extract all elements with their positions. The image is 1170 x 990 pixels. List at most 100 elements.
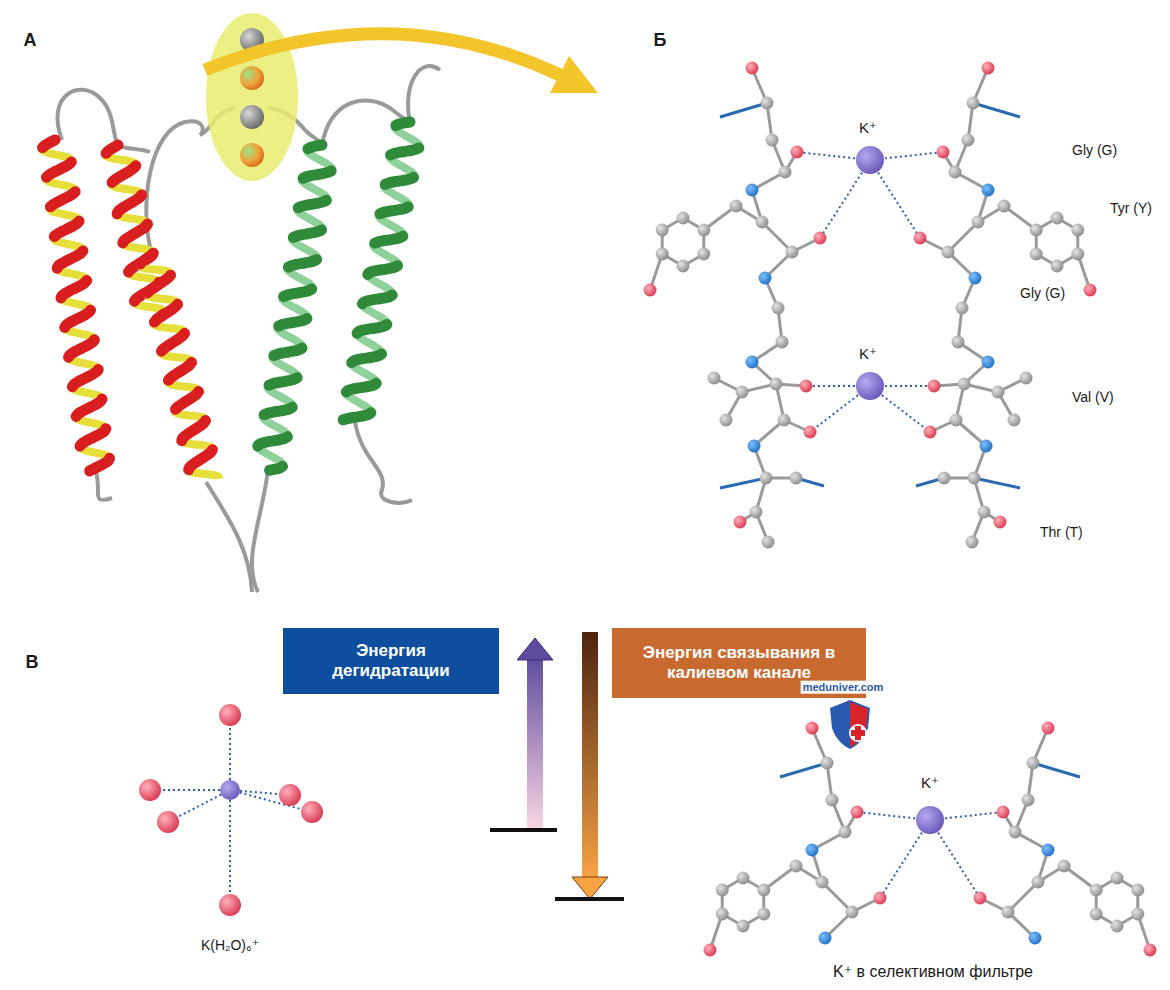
helix-front bbox=[46, 162, 71, 177]
water-oxygen bbox=[219, 894, 241, 916]
oxygen-atom bbox=[791, 146, 804, 159]
residue-label: Gly (G) bbox=[1072, 142, 1117, 158]
carbon-atom bbox=[756, 216, 769, 229]
helix-front bbox=[80, 429, 106, 446]
ion-label: K⁺ bbox=[859, 345, 877, 362]
carbon-atom bbox=[766, 134, 779, 147]
helix-front bbox=[346, 383, 376, 392]
carbon-atom bbox=[1058, 860, 1071, 873]
selectivity-filter bbox=[644, 62, 1097, 549]
loop bbox=[206, 482, 252, 592]
carbon-atom bbox=[761, 97, 774, 110]
helix-front bbox=[274, 348, 302, 355]
energy-box: Энергия дегидратации bbox=[283, 628, 499, 694]
carbon-atom bbox=[1090, 884, 1103, 897]
helix-front bbox=[284, 289, 312, 296]
oxygen-atom bbox=[928, 380, 941, 393]
carbon-atom bbox=[716, 884, 729, 897]
ring-bond bbox=[1036, 218, 1078, 266]
helix-front bbox=[65, 310, 91, 327]
helix-front bbox=[123, 224, 148, 243]
oxygen-atom bbox=[734, 516, 747, 529]
carbon-atom bbox=[826, 794, 839, 807]
panel-letter: В bbox=[26, 652, 39, 673]
carbon-atom bbox=[656, 248, 669, 261]
carbon-atom bbox=[950, 414, 963, 427]
helix-front bbox=[189, 450, 213, 470]
nitrogen-atom bbox=[1042, 844, 1055, 857]
carbon-atom bbox=[967, 97, 980, 110]
carbon-atom bbox=[730, 200, 743, 213]
carbon-atom bbox=[1051, 212, 1064, 225]
carbon-atom bbox=[1071, 248, 1084, 261]
water-oxygen bbox=[219, 704, 241, 726]
carbon-atom bbox=[949, 166, 962, 179]
caption-label: K⁺ в селективном фильтре bbox=[833, 963, 1033, 981]
helix-back bbox=[140, 255, 219, 479]
carbon-atom bbox=[992, 386, 1005, 399]
watermark: meduniver.com bbox=[801, 681, 886, 694]
helix-front bbox=[396, 122, 410, 125]
helix-front bbox=[343, 413, 371, 420]
helix-front bbox=[303, 171, 331, 178]
bond bbox=[973, 103, 1020, 117]
carbon-atom bbox=[942, 246, 955, 259]
helix-front bbox=[61, 281, 87, 298]
carbon-atom bbox=[1030, 248, 1043, 261]
oxygen-atom bbox=[997, 806, 1010, 819]
carbon-atom bbox=[720, 414, 733, 427]
loop bbox=[355, 422, 412, 503]
residue-label: Thr (T) bbox=[1040, 524, 1083, 540]
coordination-bond bbox=[229, 790, 231, 905]
carbon-atom bbox=[846, 906, 859, 919]
ring-bond bbox=[722, 878, 764, 926]
helix-front bbox=[43, 140, 55, 148]
carbon-atom bbox=[716, 908, 729, 921]
helix-front bbox=[50, 192, 75, 207]
carbon-atom bbox=[677, 260, 690, 273]
helix-front bbox=[352, 354, 382, 363]
oxygen-atom bbox=[982, 62, 995, 75]
helix-front bbox=[72, 369, 98, 386]
helix-front bbox=[264, 407, 292, 414]
carbon-atom bbox=[736, 386, 749, 399]
energy-level bbox=[490, 828, 557, 832]
filter-site bbox=[704, 722, 1157, 957]
nitrogen-atom bbox=[806, 844, 819, 857]
nitrogen-atom bbox=[819, 932, 832, 945]
ion-label: K⁺ bbox=[859, 119, 877, 136]
helix-front bbox=[76, 399, 102, 416]
helix-front bbox=[362, 295, 392, 304]
helix-front bbox=[140, 255, 152, 264]
nitrogen-atom bbox=[980, 440, 993, 453]
nitrogen-atom bbox=[982, 184, 995, 197]
loop bbox=[96, 472, 112, 500]
oxygen-atom bbox=[994, 516, 1007, 529]
helix-front bbox=[147, 275, 170, 293]
oxygen-atom bbox=[851, 806, 864, 819]
carbon-atom bbox=[778, 414, 791, 427]
carbon-atom bbox=[772, 302, 785, 315]
helix-front bbox=[69, 340, 95, 357]
energy-level bbox=[555, 897, 624, 901]
nitrogen-atom bbox=[746, 356, 759, 369]
carbon-atom bbox=[708, 372, 721, 385]
helix-front bbox=[357, 324, 387, 333]
loop bbox=[146, 121, 202, 255]
ion-sphere bbox=[240, 105, 264, 129]
down-arrow-shaft bbox=[582, 632, 598, 880]
carbon-atom bbox=[821, 757, 834, 770]
helix-front bbox=[57, 251, 83, 268]
carbon-atom bbox=[1030, 224, 1043, 237]
oxygen-atom bbox=[1042, 722, 1055, 735]
ring-bond bbox=[662, 218, 704, 266]
carbon-atom bbox=[978, 506, 991, 519]
helix-front bbox=[308, 145, 322, 149]
carbon-atom bbox=[737, 920, 750, 933]
carbon-atom bbox=[1020, 372, 1033, 385]
yellow-arrow bbox=[205, 34, 560, 75]
nitrogen-atom bbox=[969, 272, 982, 285]
potassium-ion bbox=[220, 780, 240, 800]
helix-back bbox=[343, 122, 420, 420]
